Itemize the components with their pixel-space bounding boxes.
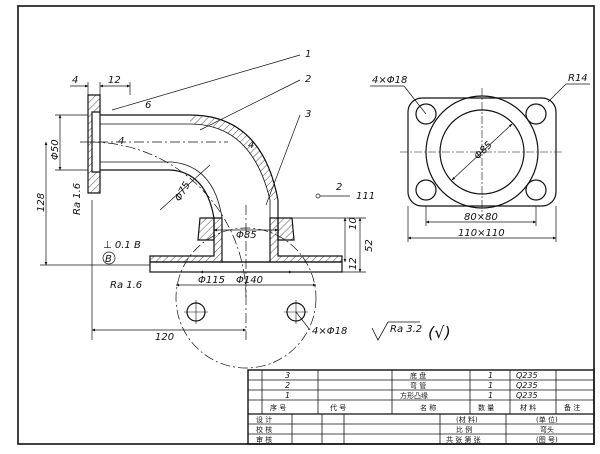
roughness-check: (√) — [428, 323, 451, 342]
header-remark: 备 注 — [564, 403, 580, 412]
side-hole-bl — [415, 179, 437, 201]
part-row-3: 3 底 盘 1 Q235 — [285, 371, 538, 380]
title-block-text: 3 底 盘 1 Q235 2 弯 管 1 Q235 1 方形凸缘 1 Q235 … — [256, 371, 580, 444]
part-row-1: 1 方形凸缘 1 Q235 — [285, 391, 538, 400]
dim-side-holes: 4×Φ18 — [372, 75, 407, 86]
part-material: Q235 — [516, 381, 538, 390]
part-qty: 1 — [488, 371, 493, 380]
dim-bolt-circle: Φ140 — [236, 275, 263, 286]
part-material: Q235 — [516, 371, 538, 380]
title-block — [247, 369, 595, 445]
header-qty: 数 量 — [478, 403, 494, 412]
dim-base-step: 12 — [348, 257, 359, 270]
dim-neck-dia: Φ85 — [236, 230, 257, 241]
label-design: 设 计 — [256, 415, 272, 424]
leader-2: 2 — [305, 74, 311, 85]
front-dimensions — [40, 54, 366, 340]
cell-material: (材 料) — [456, 415, 478, 424]
part-no: 1 — [285, 391, 290, 400]
part-qty: 1 — [488, 391, 493, 400]
leader-1: 1 — [305, 49, 311, 60]
cell-unit: (单 位) — [536, 415, 558, 424]
dim-base-thk: 10 — [348, 217, 359, 230]
part-name: 弯 管 — [410, 381, 426, 390]
part-title: 弯头 — [540, 425, 554, 434]
cell-drawing-no: (图 号) — [536, 436, 558, 444]
label-review: 审 核 — [256, 435, 272, 444]
dim-flange-w: 12 — [108, 75, 121, 86]
part-no: 2 — [285, 381, 290, 390]
bend-centerline — [89, 141, 247, 299]
part-name: 底 盘 — [410, 371, 426, 380]
dim-bend-r: Φ75 — [173, 180, 193, 203]
dim-height: 128 — [36, 193, 47, 212]
label-scale: 比 例 — [456, 425, 472, 434]
weld-inner: 4 — [248, 140, 254, 151]
border-frame — [17, 5, 595, 445]
dim-corner-r: R14 — [568, 73, 588, 84]
side-hole-tr — [525, 103, 547, 125]
part-qty: 1 — [488, 381, 493, 390]
front-labels: 1 2 3 4 12 6 4 Φ50 128 Ra 1.6 Φ75 Φ85 4 … — [36, 49, 375, 343]
elbow-inner-wall — [100, 169, 215, 219]
general-roughness: Ra 3.2 (√) — [371, 321, 451, 342]
side-view — [400, 88, 564, 216]
header-code: 代 号 — [330, 403, 346, 412]
label-sheets: 共 张 第 张 — [446, 435, 481, 444]
header-no: 序 号 — [270, 403, 286, 412]
dim-inlet-dia: Φ50 — [50, 139, 61, 160]
header-row: 序 号 代 号 名 称 数 量 材 料 备 注 — [270, 403, 580, 412]
dim-base-holes: 4×Φ18 — [312, 326, 347, 337]
part-material: Q235 — [516, 391, 538, 400]
dim-length: 120 — [155, 332, 174, 343]
datum-b: B — [105, 254, 112, 265]
side-dimensions — [370, 83, 590, 242]
weld-left — [197, 217, 215, 241]
dim-base-h: 52 — [364, 239, 375, 252]
roughness-general: Ra 3.2 — [390, 324, 422, 335]
perp-tolerance: ⊥ 0.1 B — [103, 240, 141, 251]
weld-top: 6 — [145, 100, 151, 111]
header-material: 材 料 — [520, 403, 536, 412]
dim-bore-dia: Φ115 — [198, 275, 225, 286]
weld-side: 4 — [118, 136, 124, 147]
roughness-face: Ra 1.6 — [72, 183, 83, 215]
elbow-wall-hatch — [190, 115, 278, 200]
part-no: 3 — [285, 371, 290, 380]
side-hole-tl — [415, 103, 437, 125]
elbow-inner-inner-line — [100, 161, 223, 219]
roughness-base: Ra 1.6 — [110, 280, 142, 291]
weld-base-num: 111 — [356, 191, 375, 202]
square-flange-section — [87, 94, 101, 194]
dim-flange-thk: 4 — [72, 75, 78, 86]
header-name: 名 称 — [420, 403, 436, 412]
side-hole-br — [525, 179, 547, 201]
dim-outline: 110×110 — [458, 228, 505, 239]
bolt-circle — [175, 227, 317, 369]
weld-base-sym: 2 — [336, 182, 342, 193]
front-view — [80, 94, 343, 369]
leader-3: 3 — [305, 109, 311, 120]
dim-hole-spacing: 80×80 — [464, 212, 498, 223]
part-name: 方形凸缘 — [400, 391, 428, 400]
part-row-2: 2 弯 管 1 Q235 — [285, 381, 538, 390]
label-check: 校 核 — [256, 425, 272, 434]
